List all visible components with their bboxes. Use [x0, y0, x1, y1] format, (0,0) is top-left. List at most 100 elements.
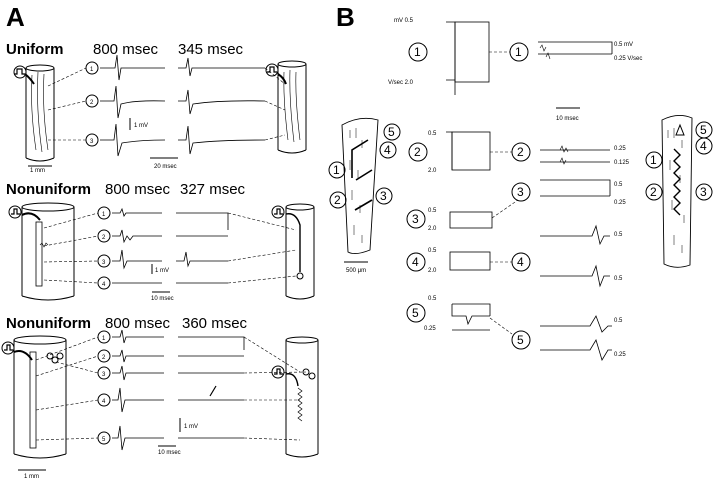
tissue-cylinder-right — [271, 203, 315, 300]
time-label-2: 345 msec — [178, 41, 244, 58]
b-row-2-top-label: 0.5 — [428, 131, 437, 137]
b-row-5-bottom-label: 0.25 — [424, 326, 436, 332]
row-markers: 1 2 3 4 5 — [97, 330, 111, 445]
tissue-num-2: 2 — [650, 185, 657, 199]
b-tissue-right: 5 4 1 2 3 — [645, 115, 713, 268]
scale-bars: 1 mV 20 msec — [129, 118, 178, 170]
tissue-num-3: 3 — [380, 189, 387, 203]
tissue-num-5: 5 — [700, 123, 707, 137]
time-label-1: 800 msec — [93, 41, 159, 58]
scale-t-label: 10 msec — [151, 296, 174, 302]
row-markers: 1 2 3 4 — [97, 206, 111, 290]
b-time-scale: 10 msec — [556, 116, 579, 122]
b-row-3-num: 3 — [412, 212, 419, 226]
b-row-1-right-top: 0.5 mV — [614, 42, 633, 48]
tissue-num-5: 5 — [388, 125, 395, 139]
section-title: Uniform — [6, 41, 64, 58]
connector-lines — [43, 212, 297, 284]
b-tissue-left: 500 μm 5 4 1 2 3 — [328, 117, 401, 274]
scale-x-label: 1 mm — [24, 474, 39, 480]
b-row-4: 0.5 2.0 4 4 0.5 0.5 — [406, 224, 623, 288]
b-row-5: 0.5 0.25 5 5 0.5 0.25 — [406, 296, 626, 361]
b-row-2-right-num: 2 — [517, 145, 524, 159]
section-nonuniform-1: Nonuniform 800 msec 327 msec 1 — [6, 181, 315, 302]
tissue-num-2: 2 — [334, 193, 341, 207]
b-row-3-right-top: 0.5 — [614, 182, 623, 188]
connector-lines — [35, 336, 307, 441]
traces-nonuniform-1 — [112, 207, 229, 284]
row-4-num: 4 — [102, 399, 106, 405]
b-row-1-right-bottom: 0.25 V/sec — [614, 56, 642, 62]
b-row-5-right-num: 5 — [517, 333, 524, 347]
traces-uniform — [100, 54, 266, 157]
panel-b-label: B — [336, 2, 355, 32]
b-row-2: 0.5 2.0 2 2 0.25 0.125 — [408, 131, 630, 174]
b-row-5-right-top: 0.5 — [614, 318, 623, 324]
tissue-num-4: 4 — [384, 143, 391, 157]
tissue-cylinder-right — [271, 336, 319, 458]
b-row-4-bottom-label: 2.0 — [428, 268, 437, 274]
b-row-3-right-bottom: 0.25 — [614, 200, 626, 206]
panel-a-label: A — [6, 2, 25, 32]
tissue-cylinder-left: 1 mm — [13, 64, 55, 174]
row-1-num: 1 — [102, 212, 106, 218]
section-uniform: Uniform 800 msec 345 msec 1 mm — [6, 41, 307, 174]
section-title: Nonuniform — [6, 315, 91, 332]
scale-bars: 1 mV 10 msec — [151, 264, 174, 302]
row-2-num: 2 — [90, 100, 94, 106]
b-row-3-right-num: 3 — [517, 185, 524, 199]
row-3-num: 3 — [102, 260, 106, 266]
tissue-cylinder-right — [265, 60, 307, 154]
b-row-2-right-bottom: 0.125 — [614, 160, 630, 166]
row-3-num: 3 — [90, 139, 94, 145]
tissue-cylinder-left — [8, 202, 75, 301]
b-row-2-num: 2 — [414, 145, 421, 159]
b-row-5-right-bottom: 0.25 — [614, 352, 626, 358]
section-title: Nonuniform — [6, 181, 91, 198]
b-row-4-right-num: 4 — [517, 255, 524, 269]
b-row-3-top-label: 0.5 — [428, 208, 437, 214]
b-row-1-right-num: 1 — [515, 45, 522, 59]
scale-v-label: 1 mV — [134, 123, 148, 129]
b-row-5-top-label: 0.5 — [428, 296, 437, 302]
row-markers: 1 2 3 — [85, 61, 99, 147]
b-row-2-bottom-label: 2.0 — [428, 168, 437, 174]
tissue-cylinder-left: 1 mm — [1, 335, 67, 480]
time-label-2: 327 msec — [180, 181, 246, 198]
scale-v-label: 1 mV — [184, 424, 198, 430]
connector-lines — [47, 67, 286, 141]
b-row-3: 0.5 2.0 3 3 0.5 0.25 — [406, 179, 626, 232]
traces-nonuniform-2 — [112, 329, 245, 451]
b-row-4-top-label: 0.5 — [428, 248, 437, 254]
b-row-1-left: mV 0.5 V/sec 2.0 1 — [388, 18, 490, 95]
time-label-1: 800 msec — [105, 315, 171, 332]
tissue-num-1: 1 — [650, 153, 657, 167]
b-row-1-top-label: mV 0.5 — [394, 18, 414, 24]
scale-t-label: 20 msec — [154, 164, 177, 170]
tissue-num-1: 1 — [333, 163, 340, 177]
row-5-num: 5 — [102, 437, 106, 443]
scale-x-label: 1 mm — [30, 168, 45, 174]
b-row-2-right-top: 0.25 — [614, 146, 626, 152]
b-row-3-bottom-label: 2.0 — [428, 226, 437, 232]
time-label-1: 800 msec — [105, 181, 171, 198]
b-row-1-num: 1 — [414, 45, 421, 59]
tissue-num-3: 3 — [700, 185, 707, 199]
b-row-4-right-top: 0.5 — [614, 232, 623, 238]
row-4-num: 4 — [102, 282, 106, 288]
row-2-num: 2 — [102, 355, 106, 361]
scale-bars: 1 mV 10 msec — [158, 418, 198, 456]
b-row-4-right-bottom: 0.5 — [614, 276, 623, 282]
scale-v-label: 1 mV — [155, 268, 169, 274]
scale-t-label: 10 msec — [158, 450, 181, 456]
b-row-4-num: 4 — [412, 255, 419, 269]
tissue-num-4: 4 — [700, 139, 707, 153]
row-3-num: 3 — [102, 372, 106, 378]
section-nonuniform-2: Nonuniform 800 msec 360 msec 1 mm — [1, 315, 319, 480]
b-row-1-right: 1 0.5 mV 0.25 V/sec 10 msec — [489, 41, 642, 122]
b-space-scale: 500 μm — [346, 268, 366, 274]
b-row-1-bottom-label: V/sec 2.0 — [388, 80, 414, 86]
time-label-2: 360 msec — [182, 315, 248, 332]
row-1-num: 1 — [90, 67, 94, 73]
